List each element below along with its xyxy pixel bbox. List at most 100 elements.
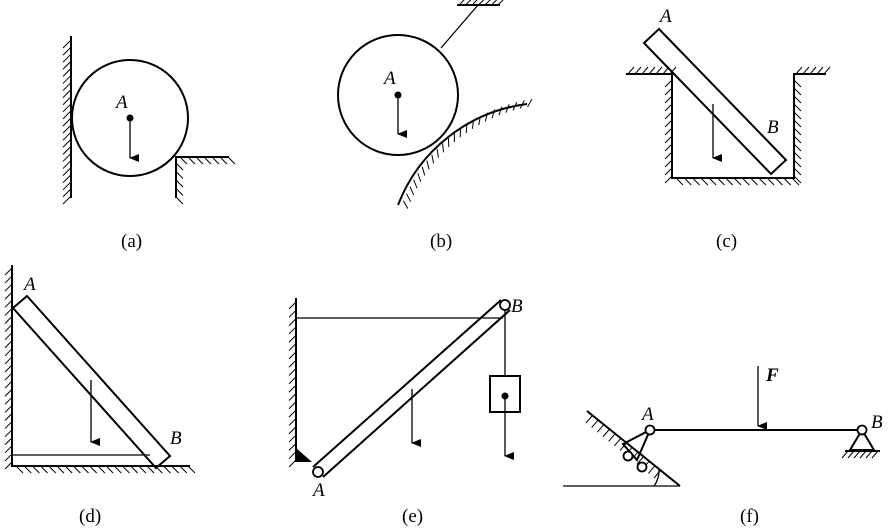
label-f-A: A: [640, 404, 654, 425]
hatch-line: [436, 148, 439, 158]
hatch-line: [62, 181, 72, 191]
hatch-line: [4, 380, 13, 389]
hatch-line: [478, 0, 485, 6]
incline-angle-f: [653, 468, 660, 487]
hatch-line: [62, 96, 72, 106]
hatch-line: [62, 39, 72, 49]
corner-block-e: [296, 448, 312, 462]
hatch-line: [823, 66, 831, 75]
hatch-line: [793, 95, 802, 104]
hatch-line: [62, 153, 72, 162]
hatch-line: [4, 356, 13, 365]
hatch-line: [40, 465, 48, 474]
hatch-line: [288, 384, 297, 393]
hatch-line: [4, 283, 13, 292]
hatch-line: [491, 0, 498, 6]
hatch-line: [793, 87, 802, 96]
hatch-line: [62, 138, 72, 148]
hatch-line: [288, 426, 297, 435]
rod-c: [642, 27, 788, 176]
hatch-line: [793, 111, 802, 120]
hatch-line: [62, 131, 72, 141]
hatch-line: [48, 465, 57, 474]
hatch-line: [171, 465, 179, 474]
hatch-line: [97, 465, 106, 474]
rope-b: [440, 4, 479, 49]
hatch-line: [865, 450, 873, 459]
hatch-line: [138, 465, 147, 474]
hatch-line: [62, 174, 72, 184]
hatch-line: [793, 175, 802, 184]
diagram-c: A B (c): [626, 6, 831, 252]
hatch-line: [708, 177, 717, 186]
hatch-line: [634, 66, 642, 75]
hatch-line: [288, 459, 297, 468]
hatch-line: [288, 309, 297, 318]
hatch-line: [465, 123, 468, 134]
hatch-line: [62, 124, 72, 134]
hatch-line: [519, 100, 525, 109]
hatch-line: [491, 109, 496, 119]
hatch-line: [23, 465, 32, 474]
hatch-line: [717, 177, 725, 186]
hatch-line: [288, 368, 297, 376]
hatch-line: [64, 465, 73, 474]
hatch-line: [288, 409, 297, 418]
hatch-line: [809, 66, 817, 75]
hatch-line: [187, 465, 196, 474]
hatch-line: [669, 66, 677, 75]
hatch-line: [288, 393, 297, 401]
ceiling-hatch-b: [458, 0, 504, 6]
hatch-line: [664, 151, 673, 160]
hatch-line: [426, 160, 430, 170]
hatch-line: [15, 465, 24, 474]
hatch-line: [406, 193, 412, 202]
hatch-line: [179, 465, 188, 474]
hatch-line: [4, 388, 13, 397]
label-d-B: B: [170, 428, 182, 449]
hatch-line: [585, 415, 593, 424]
rod-d: [11, 294, 172, 470]
hatch-line: [591, 420, 599, 428]
hatch-line: [4, 299, 13, 308]
hatch-line: [421, 166, 426, 176]
hatch-line: [62, 46, 72, 56]
hatch-line: [613, 438, 621, 447]
hatch-line: [471, 119, 475, 129]
hatch-line: [664, 167, 673, 176]
hatch-line: [113, 465, 122, 474]
hatch-line: [409, 186, 415, 196]
hatch-line: [478, 116, 481, 126]
hatch-line: [750, 177, 758, 186]
hatch-line: [512, 102, 518, 111]
hatch-line: [766, 177, 775, 186]
hatch-line: [859, 450, 867, 459]
wall-hatch-e: [288, 301, 297, 468]
hatch-line: [793, 159, 802, 168]
hatch-line: [527, 98, 533, 108]
hatch-line: [793, 151, 802, 160]
hatch-line: [793, 143, 802, 152]
label-c-B: B: [767, 117, 779, 138]
hatch-line: [288, 343, 297, 351]
hatch-line: [783, 177, 792, 186]
pin-B-f: [856, 424, 868, 436]
label-e-A: A: [311, 480, 325, 501]
hatch-line: [4, 453, 13, 462]
hatch-line: [32, 465, 40, 474]
hatch-line: [647, 466, 655, 474]
hatch-line: [288, 326, 297, 335]
hatch-line: [692, 177, 700, 186]
hatch-line: [122, 465, 130, 474]
hatch-line: [288, 359, 297, 368]
hatch-line: [664, 111, 673, 120]
wall-hatch-a: [62, 39, 72, 205]
hatch-line: [847, 450, 855, 459]
hatch-line: [608, 434, 616, 442]
diagram-d: A B (d): [4, 265, 196, 527]
hatch-line: [4, 316, 13, 324]
step-a: [175, 156, 229, 198]
hatch-line: [62, 75, 72, 84]
hatch-line: [602, 429, 610, 438]
hatch-line: [775, 177, 783, 186]
